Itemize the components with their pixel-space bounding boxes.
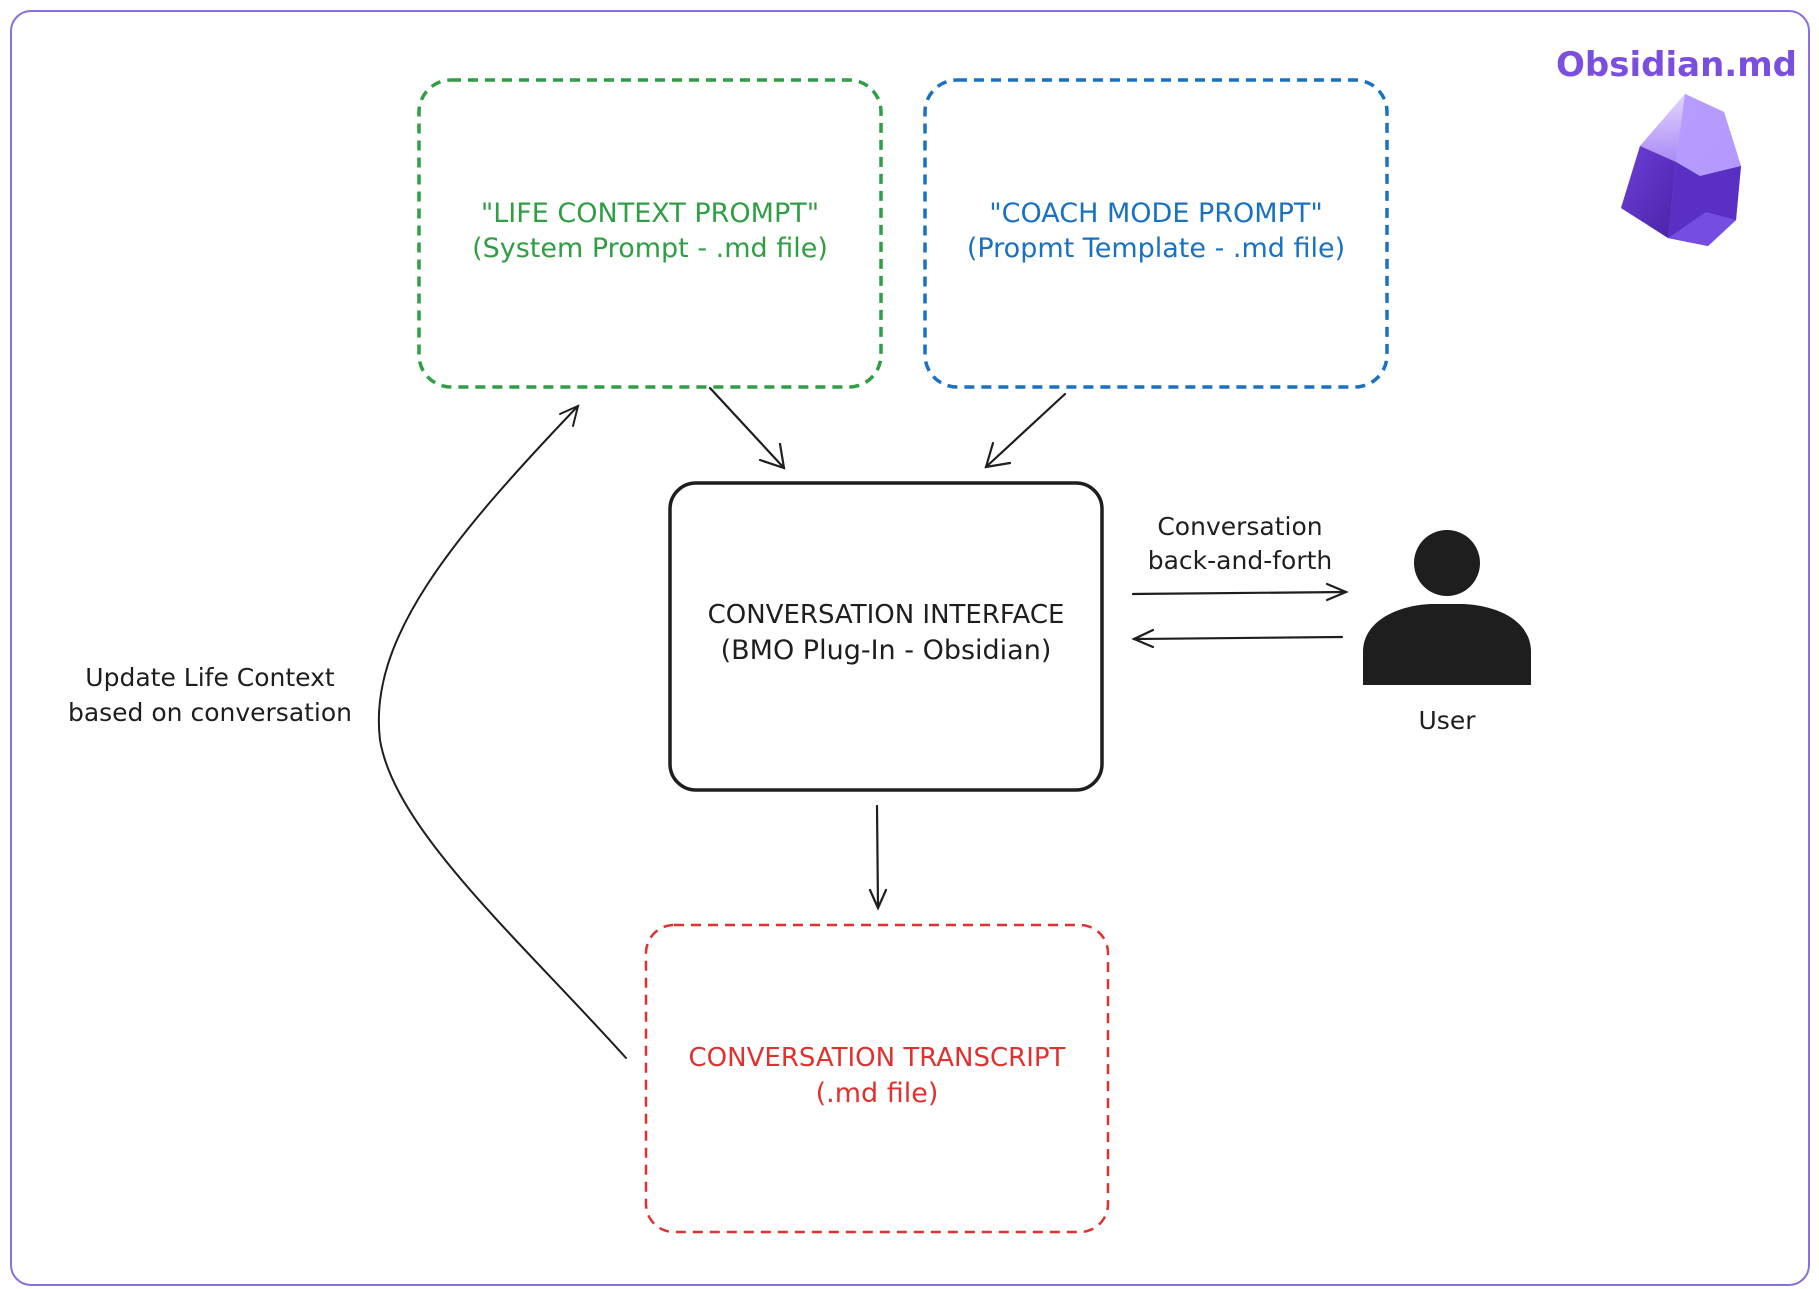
- obsidian-crystal-icon: [1621, 94, 1741, 246]
- brand-name: Obsidian.md: [1556, 45, 1797, 85]
- coach-mode-label: "COACH MODE PROMPT" (Propmt Template - .…: [925, 196, 1387, 266]
- user-icon: [1363, 530, 1531, 685]
- user-label: User: [1418, 706, 1476, 735]
- coach-mode-box[interactable]: [923, 78, 1389, 389]
- interface-to-user-arrow: [1131, 582, 1349, 602]
- conversation-edge-label: Conversation back-and-forth: [1120, 510, 1360, 578]
- conversation-interface-box[interactable]: [668, 481, 1104, 792]
- life-context-title: "LIFE CONTEXT PROMPT": [480, 198, 820, 229]
- user-to-interface-arrow: [1131, 628, 1344, 649]
- conversation-interface-label: CONVERSATION INTERFACE (BMO Plug-In - Ob…: [670, 598, 1102, 668]
- conversation-interface-subtitle: (BMO Plug-In - Obsidian): [720, 635, 1052, 666]
- life-context-box[interactable]: [417, 78, 883, 389]
- update-edge-label: Update Life Context based on conversatio…: [50, 660, 370, 730]
- conversation-edge-line1: Conversation: [1157, 512, 1323, 541]
- coach-to-interface-arrow: [984, 392, 1067, 469]
- update-edge-line1: Update Life Context: [85, 663, 335, 692]
- life-context-subtitle: (System Prompt - .md file): [472, 233, 828, 264]
- conversation-interface-title: CONVERSATION INTERFACE: [707, 600, 1065, 630]
- transcript-title: CONVERSATION TRANSCRIPT: [688, 1043, 1066, 1073]
- life-context-label: "LIFE CONTEXT PROMPT" (System Prompt - .…: [419, 196, 881, 266]
- transcript-subtitle: (.md file): [815, 1078, 939, 1109]
- conversation-edge-line2: back-and-forth: [1147, 546, 1333, 575]
- interface-to-transcript-arrow: [868, 804, 888, 911]
- transcript-label: CONVERSATION TRANSCRIPT (.md file): [646, 1041, 1108, 1111]
- outer-frame: [10, 10, 1810, 1286]
- update-edge-line2: based on conversation: [67, 698, 353, 727]
- coach-mode-title: "COACH MODE PROMPT": [989, 198, 1323, 229]
- transcript-to-life-context-arrow: [377, 404, 627, 1059]
- life-to-interface-arrow: [708, 386, 786, 470]
- coach-mode-subtitle: (Propmt Template - .md file): [966, 233, 1346, 264]
